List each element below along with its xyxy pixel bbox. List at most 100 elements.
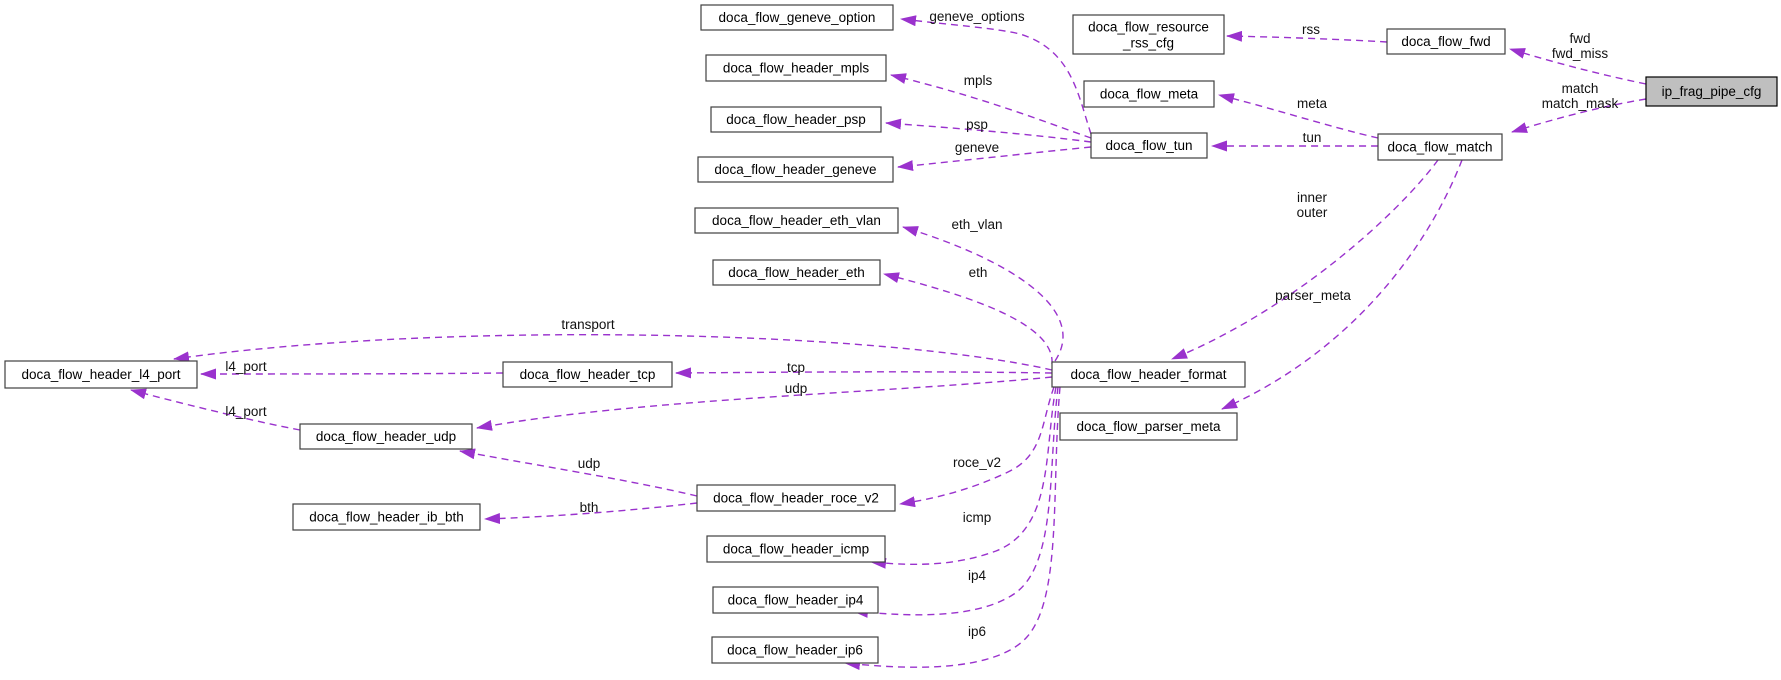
node-layer: doca_flow_geneve_option doca_flow_resourc… [4, 4, 1778, 664]
node-label-header_tcp: doca_flow_header_tcp [520, 367, 656, 382]
node-header_mpls[interactable]: doca_flow_header_mpls [705, 54, 887, 82]
node-header_format[interactable]: doca_flow_header_format [1051, 361, 1246, 388]
node-label-header_l4_port: doca_flow_header_l4_port [21, 367, 180, 382]
node-box-header_ip4[interactable] [712, 586, 879, 614]
node-match[interactable]: doca_flow_match [1377, 133, 1503, 161]
node-tun[interactable]: doca_flow_tun [1090, 132, 1208, 159]
edge-label-header_tcp-to-header_l4_port: l4_port [225, 359, 267, 374]
edge-ip_frag_pipe_cfg-to-fwd [1509, 48, 1647, 85]
edge-header_format-to-header_ip4 [852, 386, 1059, 618]
node-fwd[interactable]: doca_flow_fwd [1386, 28, 1506, 55]
edge-label-match-to-tun: tun [1303, 130, 1322, 145]
edge-label-header_format-to-header_icmp: icmp [963, 510, 992, 525]
node-parser_meta[interactable]: doca_flow_parser_meta [1059, 412, 1238, 441]
node-header_roce_v2[interactable]: doca_flow_header_roce_v2 [696, 484, 896, 512]
node-geneve_option[interactable]: doca_flow_geneve_option [700, 4, 894, 31]
node-box-header_ip6[interactable] [711, 636, 879, 664]
node-header_ip6[interactable]: doca_flow_header_ip6 [711, 636, 879, 664]
node-label-resource_rss_cfg: doca_flow_resource_rss_cfg [1088, 20, 1209, 51]
node-box-tun[interactable] [1090, 132, 1208, 159]
node-ip_frag_pipe_cfg: ip_frag_pipe_cfg [1645, 76, 1778, 107]
node-header_udp[interactable]: doca_flow_header_udp [299, 423, 473, 450]
node-label-header_format: doca_flow_header_format [1070, 367, 1226, 382]
node-label-tun: doca_flow_tun [1105, 138, 1192, 153]
node-label-header_geneve: doca_flow_header_geneve [714, 162, 876, 177]
node-header_l4_port[interactable]: doca_flow_header_l4_port [4, 360, 198, 389]
node-box-header_eth_vlan[interactable] [694, 207, 899, 234]
node-label-header_eth_vlan: doca_flow_header_eth_vlan [712, 213, 881, 228]
edge-label-header_udp-to-header_l4_port: l4_port [225, 404, 267, 419]
node-label-header_psp: doca_flow_header_psp [726, 112, 866, 127]
edge-match-to-parser_meta [1221, 159, 1463, 410]
node-label-parser_meta: doca_flow_parser_meta [1076, 419, 1221, 434]
edge-label-tun-to-header_geneve: geneve [955, 140, 999, 155]
node-box-fwd[interactable] [1386, 28, 1506, 55]
node-box-header_ib_bth[interactable] [292, 503, 481, 531]
edge-label-header_format-to-header_eth_vlan: eth_vlan [951, 217, 1002, 232]
node-header_geneve[interactable]: doca_flow_header_geneve [697, 156, 894, 183]
edge-label-tun-to-header_psp: psp [966, 117, 988, 132]
node-header_icmp[interactable]: doca_flow_header_icmp [706, 535, 886, 563]
edge-label-match-to-parser_meta: parser_meta [1275, 288, 1351, 303]
edge-match-to-meta [1218, 93, 1379, 139]
edge-header_roce_v2-to-header_udp [459, 448, 698, 497]
node-box-geneve_option[interactable] [700, 4, 894, 31]
node-header_ib_bth[interactable]: doca_flow_header_ib_bth [292, 503, 481, 531]
node-box-meta[interactable] [1083, 80, 1215, 108]
node-box-parser_meta[interactable] [1059, 412, 1238, 441]
node-box-header_geneve[interactable] [697, 156, 894, 183]
edge-label-match-to-meta: meta [1297, 96, 1328, 111]
node-box-header_psp[interactable] [710, 106, 882, 133]
edge-label-header_format-to-header_udp: udp [785, 381, 808, 396]
node-box-header_format[interactable] [1051, 361, 1246, 388]
node-header_eth_vlan[interactable]: doca_flow_header_eth_vlan [694, 207, 899, 234]
node-label-header_ip6: doca_flow_header_ip6 [727, 643, 863, 658]
node-meta[interactable]: doca_flow_meta [1083, 80, 1215, 108]
node-label-match: doca_flow_match [1387, 140, 1492, 155]
edge-header_format-to-header_roce_v2 [899, 386, 1055, 508]
edge-label-tun-to-header_mpls: mpls [964, 73, 993, 88]
edge-label-fwd-to-resource_rss_cfg: rss [1302, 22, 1320, 37]
node-resource_rss_cfg[interactable]: doca_flow_resource_rss_cfg [1072, 14, 1225, 55]
edge-header_udp-to-header_l4_port [130, 388, 301, 431]
node-header_eth[interactable]: doca_flow_header_eth [712, 259, 881, 286]
edge-label-header_roce_v2-to-header_ib_bth: bth [580, 500, 599, 515]
node-box-header_roce_v2[interactable] [696, 484, 896, 512]
edge-tun-to-header_mpls [890, 73, 1092, 139]
node-header_psp[interactable]: doca_flow_header_psp [710, 106, 882, 133]
edge-tun-to-header_psp [885, 118, 1092, 143]
node-box-header_eth[interactable] [712, 259, 881, 286]
edge-tun-to-header_geneve [897, 146, 1092, 172]
edge-label-header_roce_v2-to-header_udp: udp [578, 456, 601, 471]
node-label-meta: doca_flow_meta [1100, 87, 1199, 102]
node-box-header_l4_port[interactable] [4, 360, 198, 389]
node-box-ip_frag_pipe_cfg [1645, 76, 1778, 107]
node-label-fwd: doca_flow_fwd [1401, 34, 1490, 49]
edge-label-header_format-to-header_roce_v2: roce_v2 [953, 455, 1001, 470]
node-label-header_mpls: doca_flow_header_mpls [723, 61, 870, 76]
node-box-header_udp[interactable] [299, 423, 473, 450]
node-label-header_roce_v2: doca_flow_header_roce_v2 [713, 491, 879, 506]
node-header_ip4[interactable]: doca_flow_header_ip4 [712, 586, 879, 614]
edge-label-header_format-to-header_eth: eth [969, 265, 988, 280]
edge-header_format-to-header_icmp [870, 386, 1057, 569]
node-header_tcp[interactable]: doca_flow_header_tcp [502, 361, 673, 388]
node-box-header_tcp[interactable] [502, 361, 673, 388]
node-box-header_icmp[interactable] [706, 535, 886, 563]
node-box-match[interactable] [1377, 133, 1503, 161]
edge-label-header_format-to-header_ip6: ip6 [968, 624, 986, 639]
node-label-header_ib_bth: doca_flow_header_ib_bth [309, 510, 464, 525]
node-box-header_mpls[interactable] [705, 54, 887, 82]
edge-header_format-to-header_l4_port [173, 333, 1053, 371]
node-label-ip_frag_pipe_cfg: ip_frag_pipe_cfg [1662, 84, 1762, 99]
node-box-resource_rss_cfg[interactable] [1072, 14, 1225, 55]
edge-header_format-to-header_eth [883, 272, 1053, 365]
edge-header_format-to-header_ip6 [844, 386, 1061, 671]
edge-label-header_format-to-header_l4_port: transport [561, 317, 615, 332]
node-label-header_ip4: doca_flow_header_ip4 [728, 593, 864, 608]
